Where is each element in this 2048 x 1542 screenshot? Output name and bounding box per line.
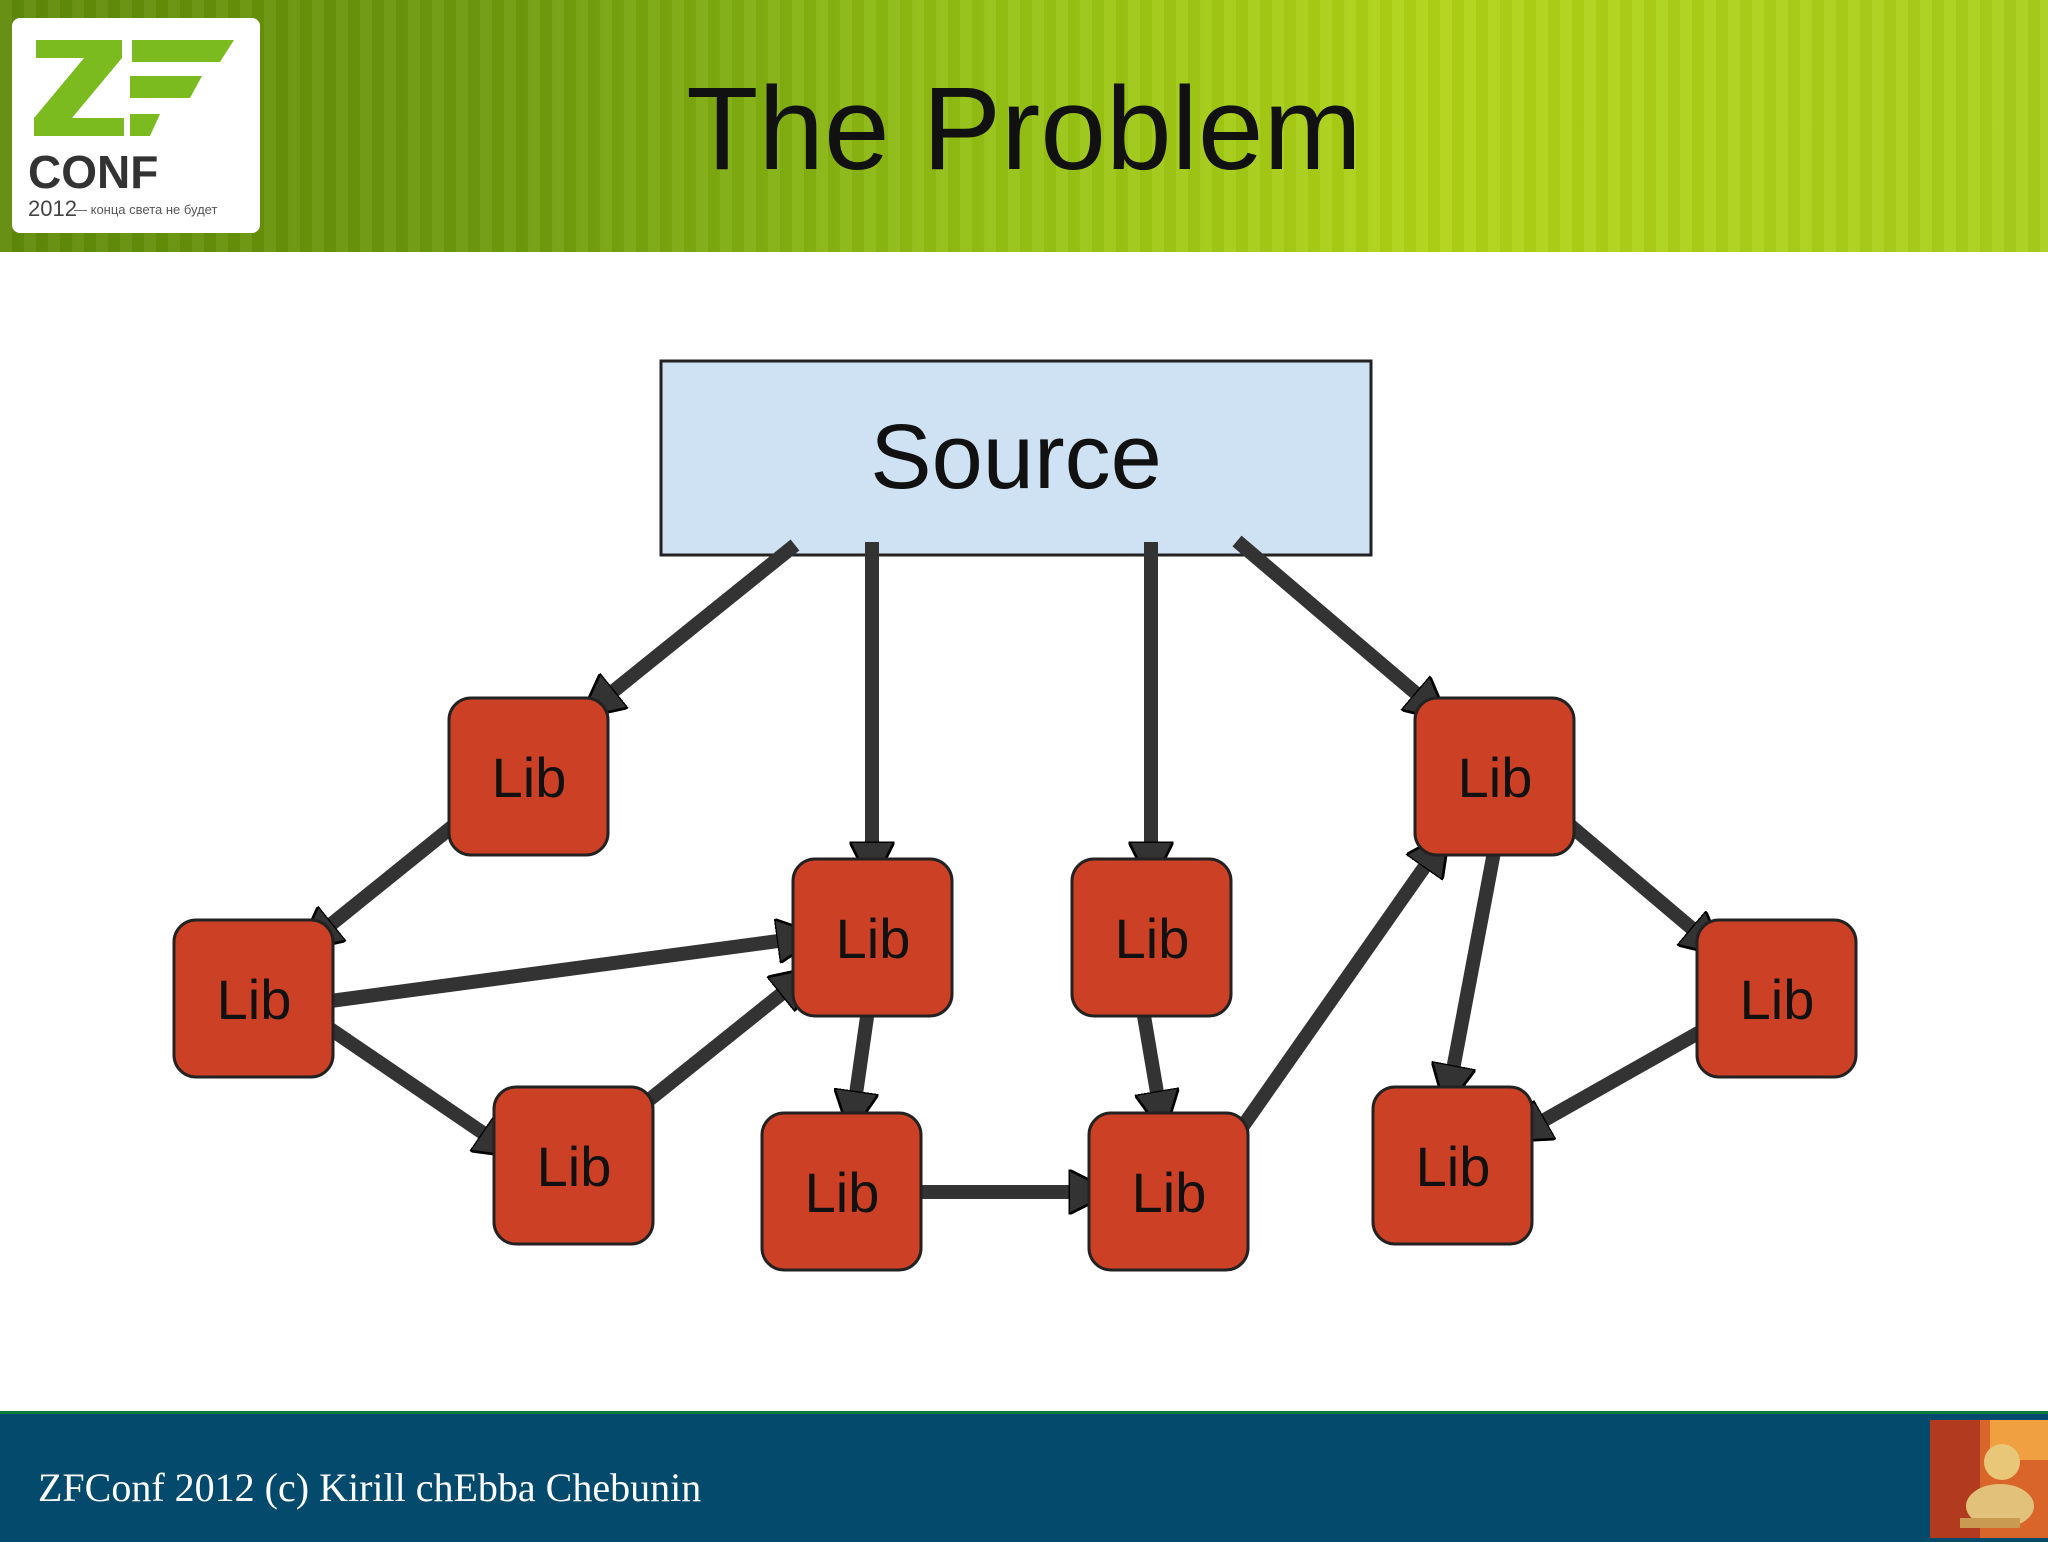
lib-label: Lib xyxy=(492,746,567,809)
slide-header: CONF 2012 — конца света не будет The Pro… xyxy=(0,0,2048,252)
arrow-lib-left-to-lib-mid-center-left xyxy=(322,937,808,1009)
photo-figure-body xyxy=(1966,1484,2034,1528)
arrows xyxy=(308,535,1715,1192)
logo-conf-text: CONF xyxy=(28,146,158,198)
lib-node-bottom-center-right: Lib xyxy=(1087,1111,1250,1272)
lib-box xyxy=(172,918,335,1079)
lib-box xyxy=(492,1085,655,1246)
footer-copyright: ZFConf 2012 (c) Kirill chEbba Chebunin xyxy=(38,1465,702,1510)
arrow-lib-top-right-to-lib-bottom-right xyxy=(1448,850,1501,1096)
arrow-lib-mid-center-right-to-lib-bottom-center-right xyxy=(1143,1008,1162,1122)
lib-box xyxy=(1371,1085,1534,1246)
arrow-source-to-lib-top-left xyxy=(590,539,800,710)
lib-node-bottom-center-left: Lib xyxy=(760,1111,923,1272)
lib-box xyxy=(760,1111,923,1272)
lib-label: Lib xyxy=(217,968,292,1031)
lib-label: Lib xyxy=(1132,1161,1207,1224)
arrow-lib-right-to-lib-bottom-right xyxy=(1518,1021,1711,1135)
lib-box xyxy=(1413,696,1576,857)
arrow-lib-top-right-to-lib-right xyxy=(1560,815,1715,948)
lib-label: Lib xyxy=(1740,968,1815,1031)
lib-label: Lib xyxy=(805,1161,880,1224)
lib-node-left: Lib xyxy=(172,918,335,1079)
arrow-lib-mid-center-left-to-lib-bottom-center-left xyxy=(852,1009,868,1122)
logo-f-stripe-middle xyxy=(130,76,202,98)
lib-node-right: Lib xyxy=(1695,918,1858,1079)
lib-box xyxy=(1070,857,1233,1018)
dependency-diagram: Source Lib Lib Lib xyxy=(172,359,1858,1272)
lib-node-mid-center-right: Lib xyxy=(1070,857,1233,1018)
slide-footer: ZFConf 2012 (c) Kirill chEbba Chebunin xyxy=(0,1411,2048,1542)
lib-box xyxy=(1695,918,1858,1079)
source-node: Source xyxy=(659,359,1373,557)
lib-label: Lib xyxy=(1458,746,1533,809)
arrow-source-to-lib-top-right xyxy=(1232,535,1439,713)
slide-title: The Problem xyxy=(686,63,1362,195)
lib-box xyxy=(447,696,610,857)
logo-year-text: 2012 xyxy=(28,196,77,221)
source-label: Source xyxy=(870,406,1162,508)
arrow-lib-left-to-lib-bottom-left xyxy=(319,1018,508,1150)
arrow-lib-top-left-to-lib-left xyxy=(308,816,463,943)
zfconf-logo-graphic: CONF 2012 — конца света не будет xyxy=(28,40,234,221)
source-box xyxy=(659,359,1373,557)
lib-node-top-right: Lib xyxy=(1413,696,1576,857)
logo-f-stripe-top xyxy=(132,40,234,62)
lib-box xyxy=(1087,1111,1250,1272)
photo-figure-head xyxy=(1984,1444,2020,1480)
lib-label: Lib xyxy=(537,1135,612,1198)
arrow-lib-bottom-center-right-to-lib-top-right xyxy=(1230,842,1442,1141)
lib-label: Lib xyxy=(836,907,911,970)
photo-figure-legs xyxy=(1960,1518,2020,1528)
lib-node-top-left: Lib xyxy=(447,696,610,857)
logo-tagline-text: — конца света не будет xyxy=(74,202,217,217)
logo-f-stripe-bottom xyxy=(130,114,160,136)
lib-label: Lib xyxy=(1416,1135,1491,1198)
lib-nodes: Lib Lib Lib Lib Lib Lib Lib Lib xyxy=(172,696,1858,1272)
logo-z-shape xyxy=(34,40,124,136)
lib-label: Lib xyxy=(1115,907,1190,970)
lib-node-bottom-right: Lib xyxy=(1371,1085,1534,1246)
lib-node-mid-center-left: Lib xyxy=(791,857,954,1018)
header-stripes xyxy=(0,0,2048,252)
zfconf-logo: CONF 2012 — конца света не будет xyxy=(12,18,260,233)
arrow-lib-bottom-left-to-lib-mid-center-left xyxy=(629,975,805,1118)
lib-node-bottom-left: Lib xyxy=(492,1085,655,1246)
lib-box xyxy=(791,857,954,1018)
speaker-photo xyxy=(1930,1420,2048,1538)
